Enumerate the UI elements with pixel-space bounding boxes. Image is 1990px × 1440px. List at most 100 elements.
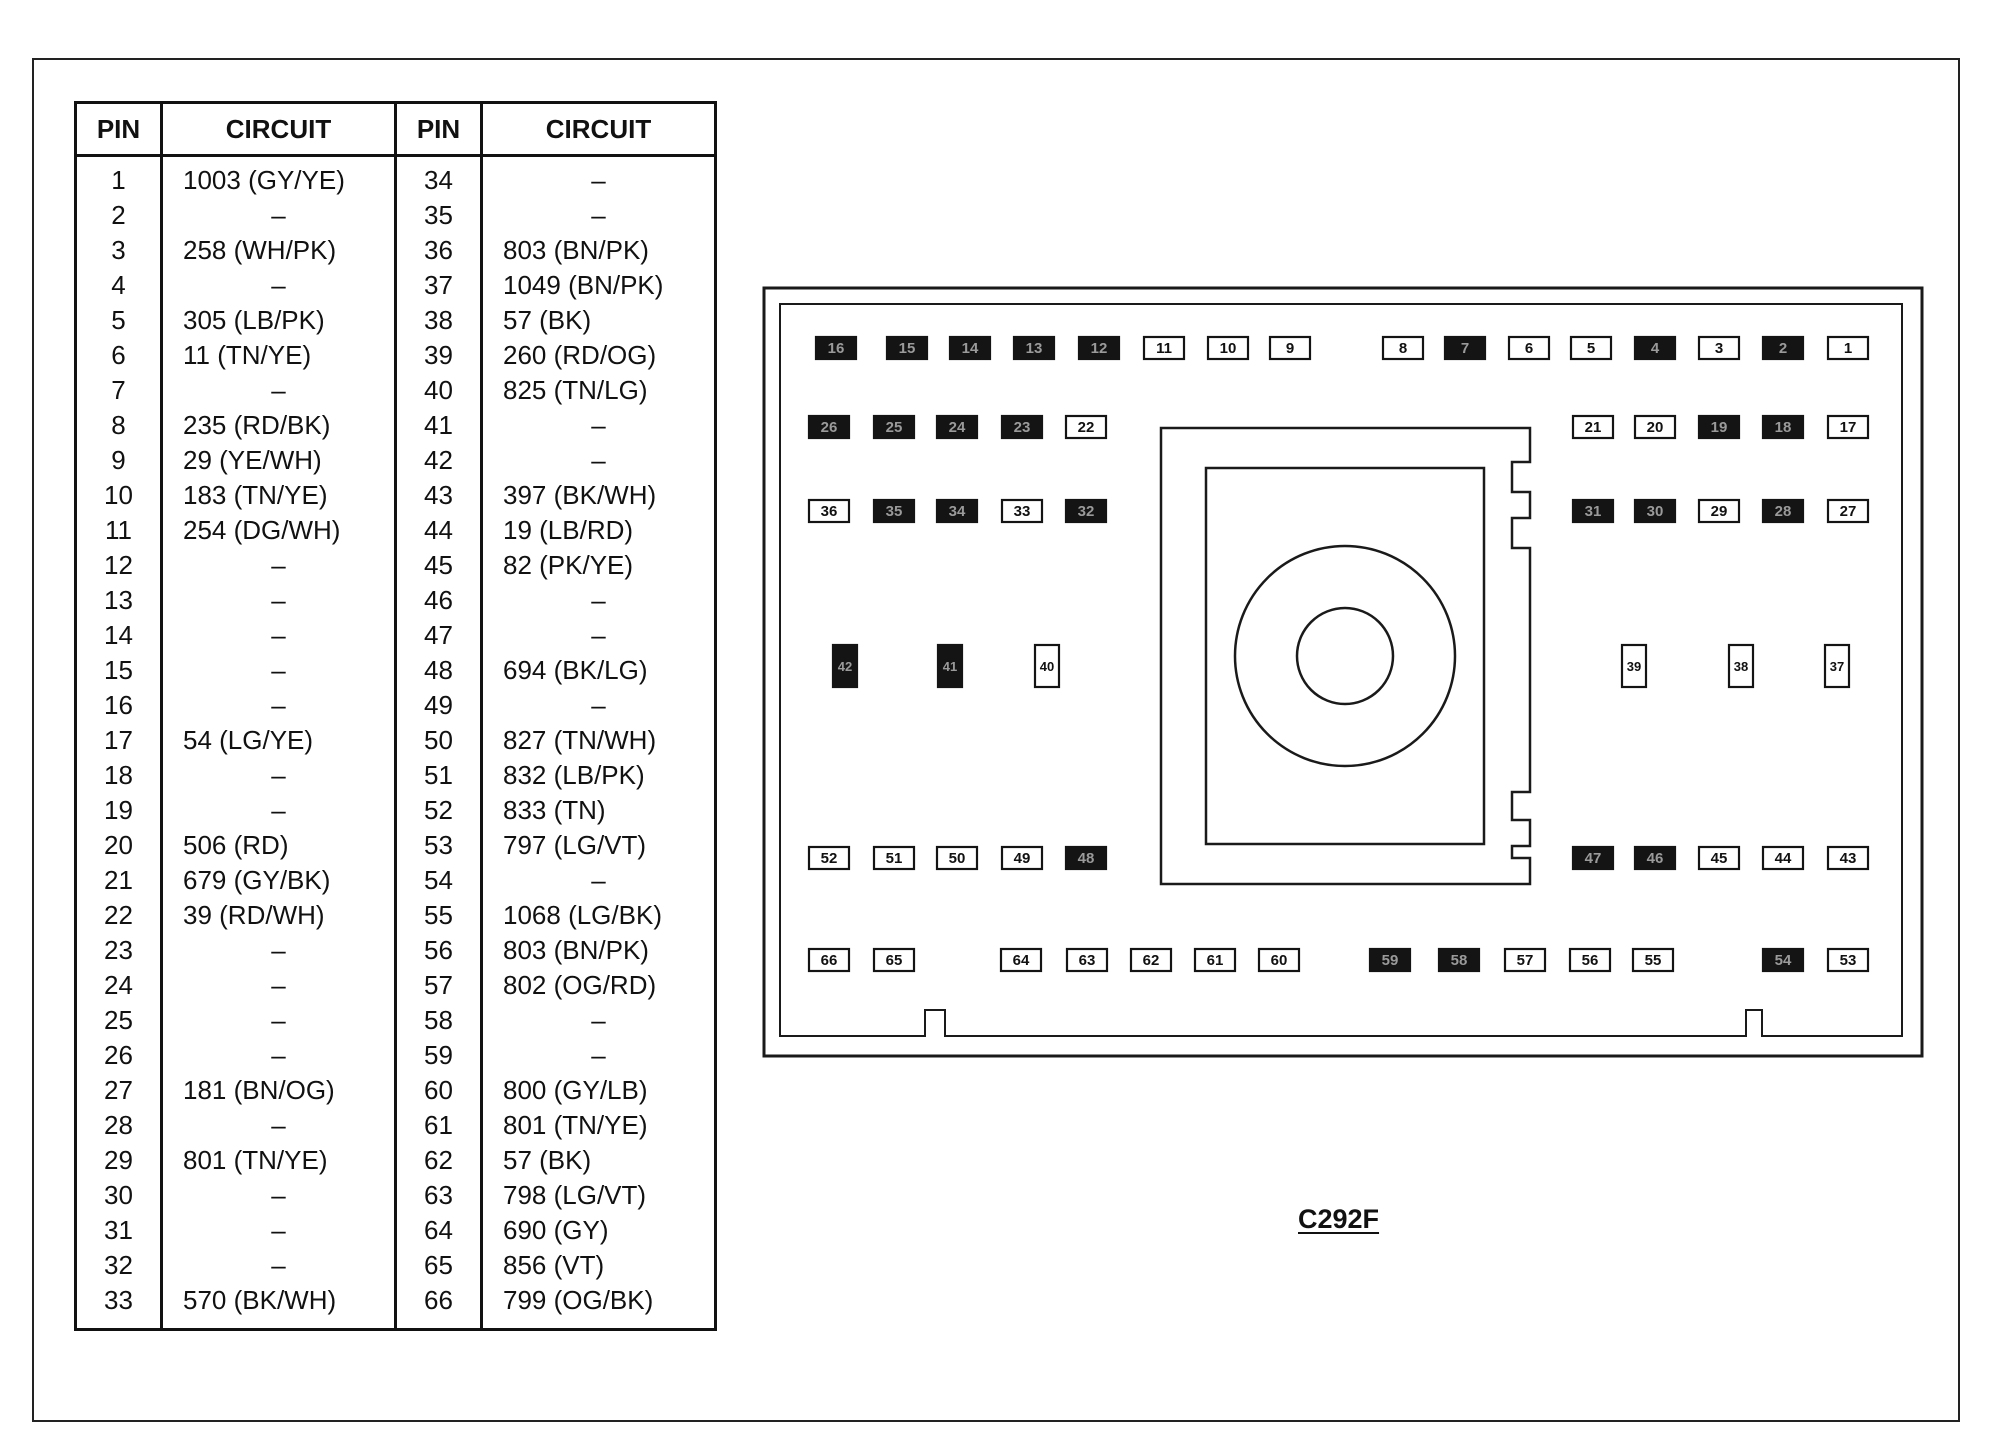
terminal-cavity — [814, 335, 858, 361]
terminal-cavity — [1569, 335, 1613, 361]
terminal-21: 21 — [1571, 414, 1615, 440]
terminal-number: 63 — [1079, 952, 1096, 969]
terminal-cavity — [935, 845, 979, 871]
terminal-60: 60 — [1257, 947, 1301, 973]
terminal-16: 16 — [814, 335, 858, 361]
terminal-cavity — [1142, 335, 1186, 361]
circuit-value: 570 (BK/WH) — [161, 1283, 397, 1330]
terminal-number: 28 — [1775, 503, 1792, 520]
terminal-36: 36 — [807, 498, 851, 524]
circuit-value: 1003 (GY/YE) — [161, 155, 397, 198]
terminal-26: 26 — [807, 414, 851, 440]
terminal-cavity — [1568, 947, 1612, 973]
pin-number: 33 — [75, 1283, 163, 1330]
circuit-value: – — [161, 583, 397, 618]
terminal-number: 20 — [1647, 419, 1664, 436]
terminal-cavity — [1571, 498, 1615, 524]
terminal-cavity — [935, 414, 979, 440]
circuit-value: – — [161, 933, 397, 968]
terminal-number: 2 — [1779, 340, 1787, 357]
circuit-value: 801 (TN/YE) — [503, 1110, 648, 1140]
terminal-42: 42 — [831, 643, 859, 689]
terminal-number: 33 — [1014, 503, 1031, 520]
terminal-8: 8 — [1381, 335, 1425, 361]
circuit-value: – — [161, 373, 397, 408]
terminal-cavity — [1826, 845, 1870, 871]
terminal-cavity — [1571, 414, 1615, 440]
terminal-22: 22 — [1064, 414, 1108, 440]
pin-number: 56 — [395, 933, 483, 968]
terminal-number: 65 — [886, 952, 903, 969]
circuit-value: 800 (GY/LB) — [503, 1075, 648, 1105]
terminal-number: 3 — [1715, 340, 1723, 357]
circuit-value: 19 (LB/RD) — [503, 515, 634, 545]
terminal-7: 7 — [1443, 335, 1487, 361]
pin-number: 2 — [75, 198, 163, 233]
circuit-value: 827 (TN/WH) — [503, 725, 657, 755]
terminal-cavity — [1697, 414, 1741, 440]
terminal-number: 16 — [828, 340, 845, 357]
terminal-number: 14 — [962, 340, 979, 357]
terminal-number: 7 — [1461, 340, 1469, 357]
terminal-47: 47 — [1571, 845, 1615, 871]
terminal-cavity — [1697, 498, 1741, 524]
terminal-20: 20 — [1633, 414, 1677, 440]
terminal-31: 31 — [1571, 498, 1615, 524]
terminal-cavity — [1012, 335, 1056, 361]
circuit-value: – — [161, 1038, 397, 1073]
terminal-43: 43 — [1826, 845, 1870, 871]
circuit-value: – — [591, 690, 606, 720]
pin-number: 53 — [395, 828, 483, 863]
terminal-number: 32 — [1078, 503, 1095, 520]
terminal-cavity — [1064, 845, 1108, 871]
pin-number: 54 — [395, 863, 483, 898]
circuit-value: 54 (LG/YE) — [161, 723, 397, 758]
terminal-25: 25 — [872, 414, 916, 440]
terminal-cavity — [1633, 498, 1677, 524]
terminal-number: 31 — [1585, 503, 1602, 520]
pin-number: 10 — [75, 478, 163, 513]
terminal-number: 21 — [1585, 419, 1602, 436]
terminal-28: 28 — [1761, 498, 1805, 524]
pin-number: 48 — [395, 653, 483, 688]
pin-number: 66 — [395, 1283, 483, 1330]
housing-inner — [779, 303, 1903, 1037]
terminal-number: 55 — [1645, 952, 1662, 969]
pin-number: 26 — [75, 1038, 163, 1073]
circuit-value: 57 (BK) — [503, 1145, 592, 1175]
circuit-header: CIRCUIT — [481, 102, 716, 157]
terminal-44: 44 — [1761, 845, 1805, 871]
pin-number: 15 — [75, 653, 163, 688]
terminal-10: 10 — [1206, 335, 1250, 361]
circuit-value: 1049 (BN/PK) — [503, 270, 664, 300]
terminal-cavity — [1697, 845, 1741, 871]
terminal-number: 24 — [949, 419, 966, 436]
pin-number: 43 — [395, 478, 483, 513]
terminal-38: 38 — [1727, 643, 1755, 689]
terminal-24: 24 — [935, 414, 979, 440]
terminal-cavity — [1631, 947, 1675, 973]
terminal-number: 23 — [1014, 419, 1031, 436]
housing-outer — [762, 286, 1924, 1058]
pin-header: PIN — [75, 102, 163, 157]
table-row: 16–49– — [75, 688, 716, 723]
pin-number: 45 — [395, 548, 483, 583]
circuit-value: – — [591, 585, 606, 615]
terminal-cavity — [831, 643, 859, 689]
terminal-cavity — [872, 845, 916, 871]
terminal-number: 25 — [886, 419, 903, 436]
terminal-12: 12 — [1077, 335, 1121, 361]
pin-number: 41 — [395, 408, 483, 443]
terminal-15: 15 — [885, 335, 929, 361]
